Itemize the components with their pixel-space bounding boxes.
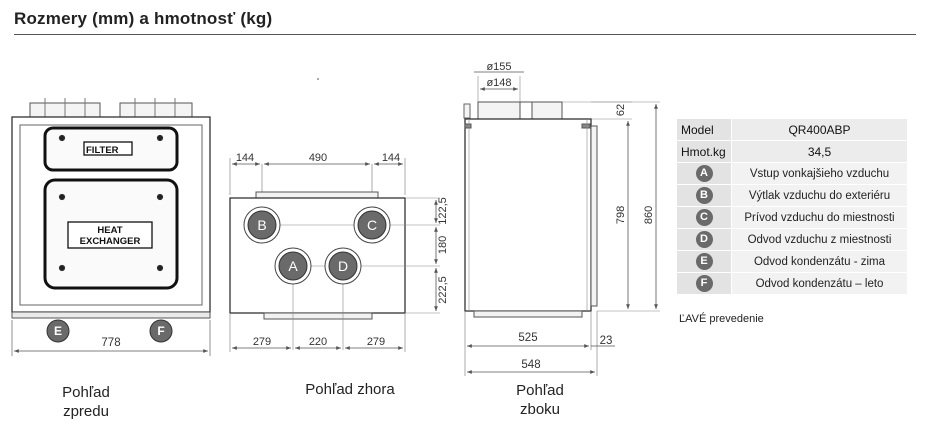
- legend-row: B Výtlak vzduchu do exteriéru: [676, 184, 908, 207]
- side-dim-23: 23: [600, 335, 613, 347]
- bottom-dim-middle: 220: [309, 336, 327, 348]
- top-view-caption: Pohľad zhora: [305, 381, 395, 398]
- legend-text: Prívod vzduchu do miestnosti: [731, 206, 908, 229]
- model-value: QR400ABP: [731, 118, 908, 141]
- title-divider: [14, 34, 916, 35]
- port-d-label: D: [338, 258, 348, 274]
- heat-exchanger-label-line2: EXCHANGER: [80, 236, 141, 247]
- port-b-label: B: [257, 217, 266, 233]
- port-a-label: A: [288, 258, 298, 274]
- side-dim-548: 548: [521, 359, 540, 371]
- right-dim-middle: 180: [437, 236, 449, 254]
- port-e-label: E: [54, 324, 62, 338]
- legend-row: F Odvod kondenzátu – leto: [676, 272, 908, 295]
- legend-row: A Vstup vonkajšieho vzduchu: [676, 162, 908, 185]
- top-view: [229, 78, 440, 352]
- heat-exchanger-label-line1: HEAT: [97, 225, 122, 236]
- legend-letter-icon: D: [695, 231, 713, 248]
- top-dim-right: 144: [382, 152, 400, 164]
- variant-note: ĽAVÉ prevedenie: [679, 313, 764, 325]
- legend-row: C Prívod vzduchu do miestnosti: [676, 206, 908, 229]
- top-dim-left: 144: [236, 152, 254, 164]
- filter-label: FILTER: [86, 145, 119, 156]
- legend-text: Odvod vzduchu z miestnosti: [731, 228, 908, 251]
- page-title: Rozmery (mm) a hmotnosť (kg): [14, 9, 273, 28]
- side-view-caption-line2: zboku: [519, 401, 561, 418]
- legend-text: Vstup vonkajšieho vzduchu: [731, 162, 908, 185]
- spec-table: Model QR400ABP Hmot.kg 34,5 A Vstup vonk…: [676, 118, 908, 295]
- side-dim-860: 860: [643, 206, 655, 224]
- side-diameter-inner: ø148: [486, 77, 511, 89]
- front-view-caption: Pohľad zpredu: [40, 383, 132, 421]
- legend-letter-icon: C: [695, 209, 713, 226]
- legend-letter-icon: A: [695, 165, 713, 182]
- bottom-dim-left: 279: [253, 336, 271, 348]
- weight-value: 34,5: [731, 140, 908, 163]
- bottom-dim-right: 279: [367, 336, 385, 348]
- front-view-caption-line2: zpredu: [63, 403, 109, 420]
- right-dim-bottom: 222,5: [437, 276, 449, 304]
- side-dim-798: 798: [615, 206, 627, 224]
- legend-letter-icon: B: [695, 187, 713, 204]
- weight-label: Hmot.kg: [676, 140, 732, 163]
- weight-row: Hmot.kg 34,5: [676, 140, 908, 163]
- legend-letter-icon: F: [695, 275, 713, 292]
- right-dim-top: 122,5: [437, 197, 449, 225]
- legend-text: Výtlak vzduchu do exteriéru: [731, 184, 908, 207]
- model-row: Model QR400ABP: [676, 118, 908, 141]
- front-view: [11, 98, 211, 356]
- top-dim-middle: 490: [309, 152, 327, 164]
- front-width-dimension: 778: [101, 337, 120, 349]
- model-label: Model: [676, 118, 732, 141]
- side-dim-62: 62: [615, 104, 627, 116]
- legend-row: D Odvod vzduchu z miestnosti: [676, 228, 908, 251]
- side-diameter-outer: ø155: [486, 61, 511, 73]
- legend-text: Odvod kondenzátu – leto: [731, 272, 908, 295]
- legend-letter-icon: E: [695, 253, 713, 270]
- legend-text: Odvod kondenzátu - zima: [731, 250, 908, 273]
- side-view-caption: Pohľad zboku: [497, 381, 583, 419]
- port-c-label: C: [367, 217, 377, 233]
- legend-row: E Odvod kondenzátu - zima: [676, 250, 908, 273]
- port-f-label: F: [157, 324, 164, 338]
- side-dim-525: 525: [518, 332, 537, 344]
- front-view-caption-line1: Pohľad: [62, 384, 110, 401]
- side-view: [463, 71, 660, 376]
- side-view-caption-line1: Pohľad: [516, 382, 564, 399]
